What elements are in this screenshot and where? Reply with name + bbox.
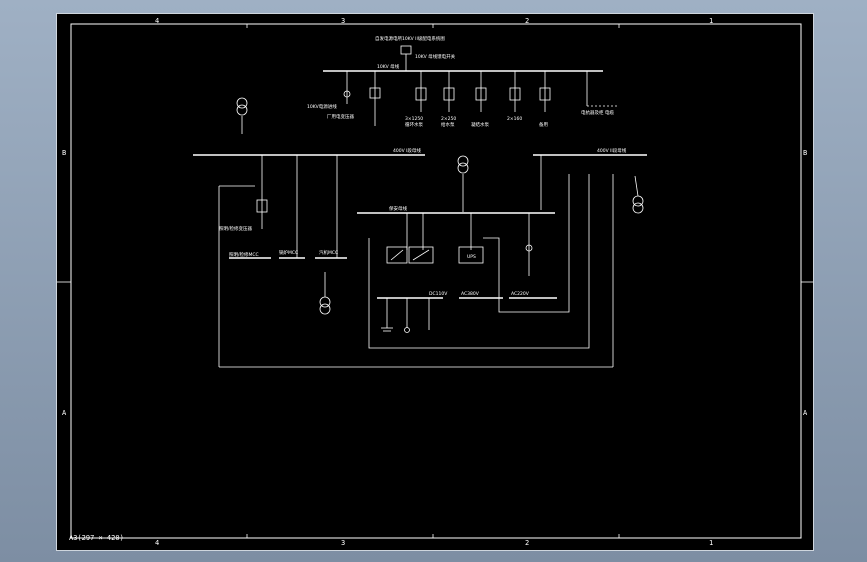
col-label-4-bottom: 4 xyxy=(155,539,159,547)
transformer-symbol-lower xyxy=(319,272,331,315)
ups-label: UPS xyxy=(467,254,476,260)
left-bus-label: 照明/检修MCC xyxy=(229,251,259,258)
left-sub-label: 照明/检修变压器 xyxy=(219,225,253,232)
enclosure-line-1 xyxy=(368,174,590,349)
ratio-label-1: 3×1250 xyxy=(405,116,423,122)
system-substation-label: 电抗器及柜 电缆 xyxy=(581,109,614,116)
row-label-b-left: B xyxy=(62,149,66,157)
feeder-label-2: 厂用电变压器 xyxy=(327,113,354,120)
hv-bus-label: 10KV 母线 xyxy=(377,63,400,70)
enclosure-line-2 xyxy=(483,174,570,313)
charger-2 xyxy=(408,246,434,264)
feeder-label-6: 备用 xyxy=(539,121,548,128)
ratio-label-2: 2×250 xyxy=(441,116,456,122)
row-label-b-right: B xyxy=(803,149,807,157)
incoming-breaker-box xyxy=(400,45,412,55)
col-label-1-bottom: 1 xyxy=(709,539,713,547)
row-label-a-right: A xyxy=(803,409,808,417)
feeder-label-5: 凝结水泵 xyxy=(471,121,489,128)
col-label-2-top: 2 xyxy=(525,17,529,25)
feeder-main-label: 10KV 母线馈电开关 xyxy=(415,53,456,60)
charger-1 xyxy=(386,246,408,264)
col-label-3-top: 3 xyxy=(341,17,345,25)
col-label-1-top: 1 xyxy=(709,17,713,25)
col-label-3-bottom: 3 xyxy=(341,539,345,547)
feeder-label-4: 给水泵 xyxy=(441,121,455,128)
bus-mid-label: 保安母线 xyxy=(389,205,407,212)
drawing-sheet: 4 3 2 1 4 3 2 1 B A B A 自发电源电所10KV II级配电… xyxy=(56,13,814,551)
transformer-symbol-left xyxy=(236,97,248,134)
left-branches xyxy=(218,155,347,367)
mcc1-label: 锅炉MCC xyxy=(279,249,298,256)
bus-right-label: 400V II段母线 xyxy=(597,147,627,154)
diagram-title: 自发电源电所10KV II级配电系统图 xyxy=(375,35,445,42)
mcc2-label: 汽机MCC xyxy=(319,249,338,256)
row-label-a-left: A xyxy=(62,409,67,417)
col-label-4-top: 4 xyxy=(155,17,159,25)
hv-feeders xyxy=(343,71,617,126)
ups-unit xyxy=(458,246,484,264)
col-label-2-bottom: 2 xyxy=(525,539,529,547)
feeder-label-3: 循环水泵 xyxy=(405,121,423,128)
ac-bus1-label: AC380V xyxy=(461,291,480,297)
electrical-single-line-diagram: 4 3 2 1 4 3 2 1 B A B A 自发电源电所10KV II级配电… xyxy=(57,17,813,547)
ac-bus2-label: AC220V xyxy=(511,291,530,297)
transformer-symbol-right xyxy=(632,175,644,214)
transformer-symbol-mid xyxy=(457,155,469,212)
feeder-label-1: 10KV电源进线 xyxy=(307,103,337,110)
inner-border xyxy=(70,23,802,539)
dc-bus-label: DC110V xyxy=(429,291,448,297)
sheet-size-label: A3(297 × 420) xyxy=(69,534,124,542)
bus-left-label: 400V I段母线 xyxy=(393,147,421,154)
ratio-label-3: 2×160 xyxy=(507,116,522,122)
